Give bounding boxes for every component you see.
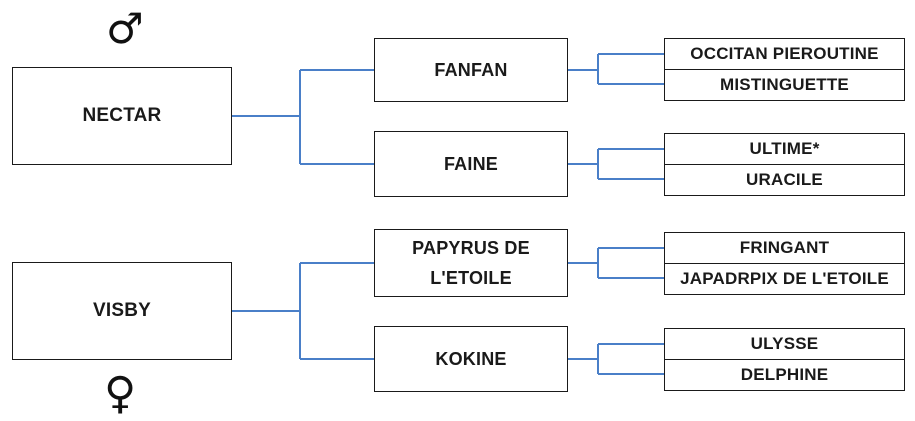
sire-dam-box: FAINE xyxy=(374,131,568,197)
dsd-name: JAPADRPIX DE L'ETOILE xyxy=(680,268,889,288)
sire-dam-name: FAINE xyxy=(443,154,498,174)
sdd-name: URACILE xyxy=(746,169,823,189)
ddd-name: DELPHINE xyxy=(740,364,829,384)
dsd-box: JAPADRPIX DE L'ETOILE xyxy=(664,262,905,295)
female-symbol-icon: ♀ xyxy=(104,368,137,419)
sds-name: ULTIME* xyxy=(749,139,820,158)
sss-name: OCCITAN PIEROUTINE xyxy=(690,44,879,63)
dam-sire-name-line1: PAPYRUS DE xyxy=(412,238,530,258)
sds-box: ULTIME* xyxy=(664,133,905,165)
dds-name: ULYSSE xyxy=(750,334,819,353)
dam-sire-box: PAPYRUS DE L'ETOILE xyxy=(374,229,568,297)
dam-dam-name: KOKINE xyxy=(435,349,507,369)
dss-name: FRINGANT xyxy=(739,238,830,257)
sire-sire-name: FANFAN xyxy=(434,60,508,80)
ssd-box: MISTINGUETTE xyxy=(664,68,905,101)
dam-sire-name-line2: L'ETOILE xyxy=(430,268,512,288)
dam-box: VISBY xyxy=(12,262,232,360)
ssd-name: MISTINGUETTE xyxy=(720,74,849,94)
dam-dam-box: KOKINE xyxy=(374,326,568,392)
dds-box: ULYSSE xyxy=(664,328,905,360)
sdd-box: URACILE xyxy=(664,163,905,196)
sss-box: OCCITAN PIEROUTINE xyxy=(664,38,905,70)
dss-box: FRINGANT xyxy=(664,232,905,264)
male-symbol-icon: ♂ xyxy=(106,4,144,53)
ddd-box: DELPHINE xyxy=(664,358,905,391)
sire-sire-box: FANFAN xyxy=(374,38,568,102)
dam-name: VISBY xyxy=(92,300,152,321)
sire-box: NECTAR xyxy=(12,67,232,165)
sire-name: NECTAR xyxy=(82,105,162,126)
